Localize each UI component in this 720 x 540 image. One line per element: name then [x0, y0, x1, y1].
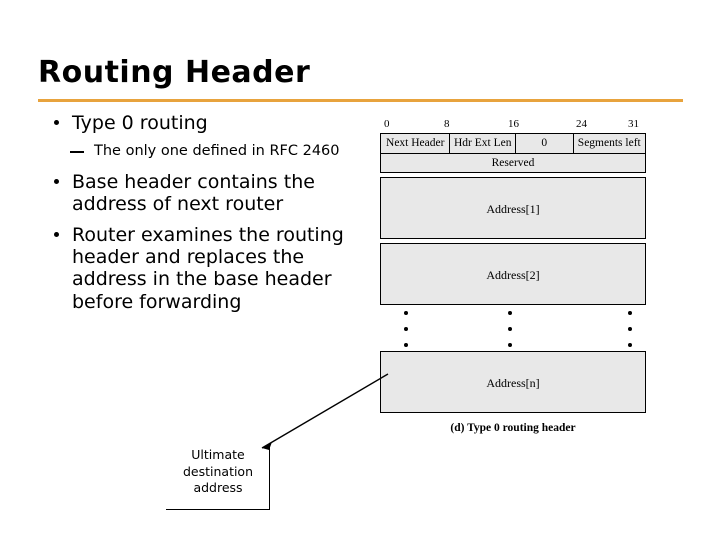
field-zero: 0: [516, 134, 574, 153]
bullet-text: Base header contains the address of next…: [72, 170, 315, 215]
bit-tick-8: 8: [444, 118, 450, 130]
bit-tick-24: 24: [576, 118, 587, 130]
page-title: Routing Header: [38, 55, 311, 90]
title-underline-rule: [38, 99, 683, 102]
bit-tick-31: 31: [628, 118, 639, 130]
bullet-item-2: Base header contains the address of next…: [40, 171, 370, 215]
callout-line-3: address: [193, 480, 243, 496]
field-address-1: Address[1]: [380, 177, 646, 239]
callout-box-border: [166, 444, 270, 510]
vertical-ellipsis-row: [380, 305, 646, 351]
field-segments-left: Segments left: [577, 137, 641, 149]
bullet-text: Router examines the routing header and r…: [72, 224, 344, 313]
bullet-item-3: Router examines the routing header and r…: [40, 224, 370, 313]
callout-line-1: Ultimate: [191, 447, 245, 462]
sub-bullet-text: The only one defined in RFC 2460: [94, 143, 340, 160]
bullet-dot-icon: [54, 232, 59, 238]
ellipsis-dots-left: [404, 311, 409, 359]
ellipsis-dots-right: [628, 311, 633, 359]
bullet-dot-icon: [54, 178, 59, 184]
bullet-list: Type 0 routing The only one defined in R…: [40, 112, 370, 315]
field-hdr-ext-len: Hdr Ext Len: [450, 134, 516, 153]
figure-caption: (d) Type 0 routing header: [450, 422, 576, 434]
ellipsis-dots-center: [508, 311, 513, 359]
bullet-dot-icon: [54, 119, 59, 125]
bit-tick-16: 16: [508, 118, 519, 130]
dash-icon: [70, 151, 84, 153]
field-address-2: Address[2]: [380, 243, 646, 305]
bullet-item-1: Type 0 routing: [40, 112, 370, 134]
sub-bullet-item-1: The only one defined in RFC 2460: [40, 143, 370, 160]
callout-line-2: destination: [182, 463, 254, 479]
bit-ruler: 0 8 16 24 31: [380, 118, 646, 133]
field-address-n: Address[n]: [380, 351, 646, 413]
header-field-row: Next Header Hdr Ext Len 0 Segments left: [380, 133, 646, 154]
callout-leader-line: [261, 373, 389, 450]
field-next-header: Next Header: [381, 134, 451, 153]
routing-header-diagram: 0 8 16 24 31 Next Header Hdr Ext Len 0 S…: [380, 118, 646, 434]
bullet-text: Type 0 routing: [72, 112, 208, 134]
callout-label: Ultimate destination address: [168, 447, 268, 497]
field-reserved: Reserved: [380, 154, 646, 173]
bit-tick-0: 0: [384, 118, 390, 130]
